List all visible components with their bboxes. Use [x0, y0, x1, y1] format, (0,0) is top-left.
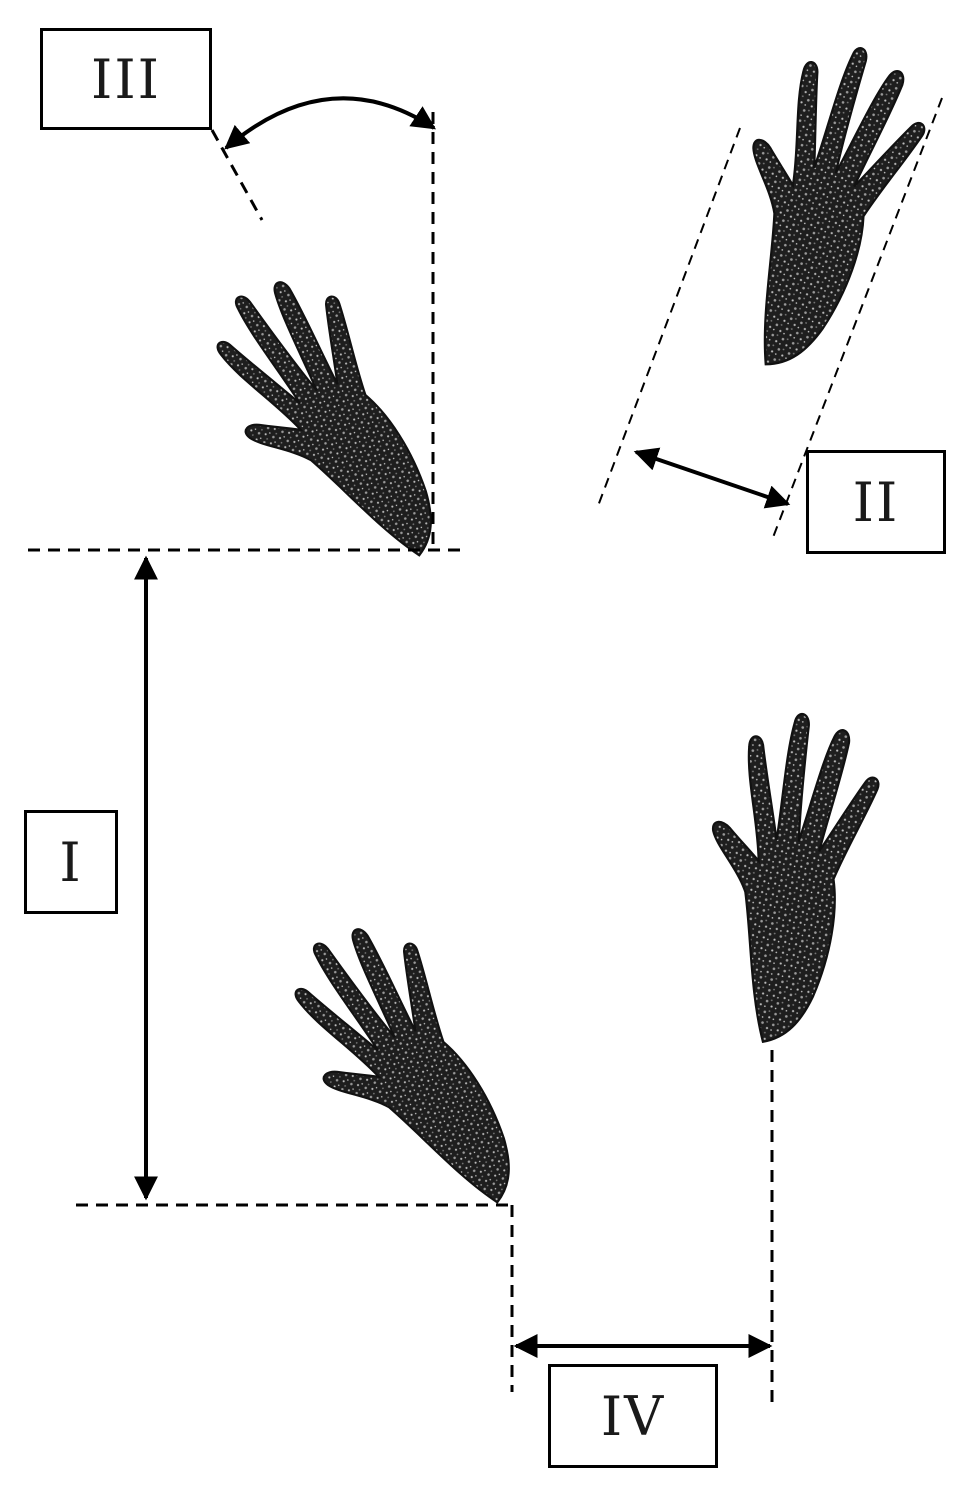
label-box-IV: IV [548, 1364, 718, 1468]
hand-print-icon-top-left [184, 253, 470, 601]
paw-width-arrow-II [633, 447, 791, 509]
label-box-I: I [24, 810, 118, 914]
label-II: II [852, 470, 900, 534]
hand-print-icon-bottom-left [262, 900, 548, 1248]
label-box-III: III [40, 28, 212, 130]
label-III: III [91, 47, 161, 111]
label-box-II: II [806, 450, 946, 554]
label-I: I [59, 830, 83, 894]
hand-print-icon-top-right [678, 23, 946, 388]
hand-print-icon-bottom-right [670, 699, 891, 1056]
label-IV: IV [600, 1384, 666, 1448]
paw-width-reference-line-left [597, 127, 741, 507]
angle-reference-line-slanted [210, 129, 264, 221]
paw-width-reference-line-right [771, 97, 943, 541]
angle-arrow-III [224, 96, 437, 150]
